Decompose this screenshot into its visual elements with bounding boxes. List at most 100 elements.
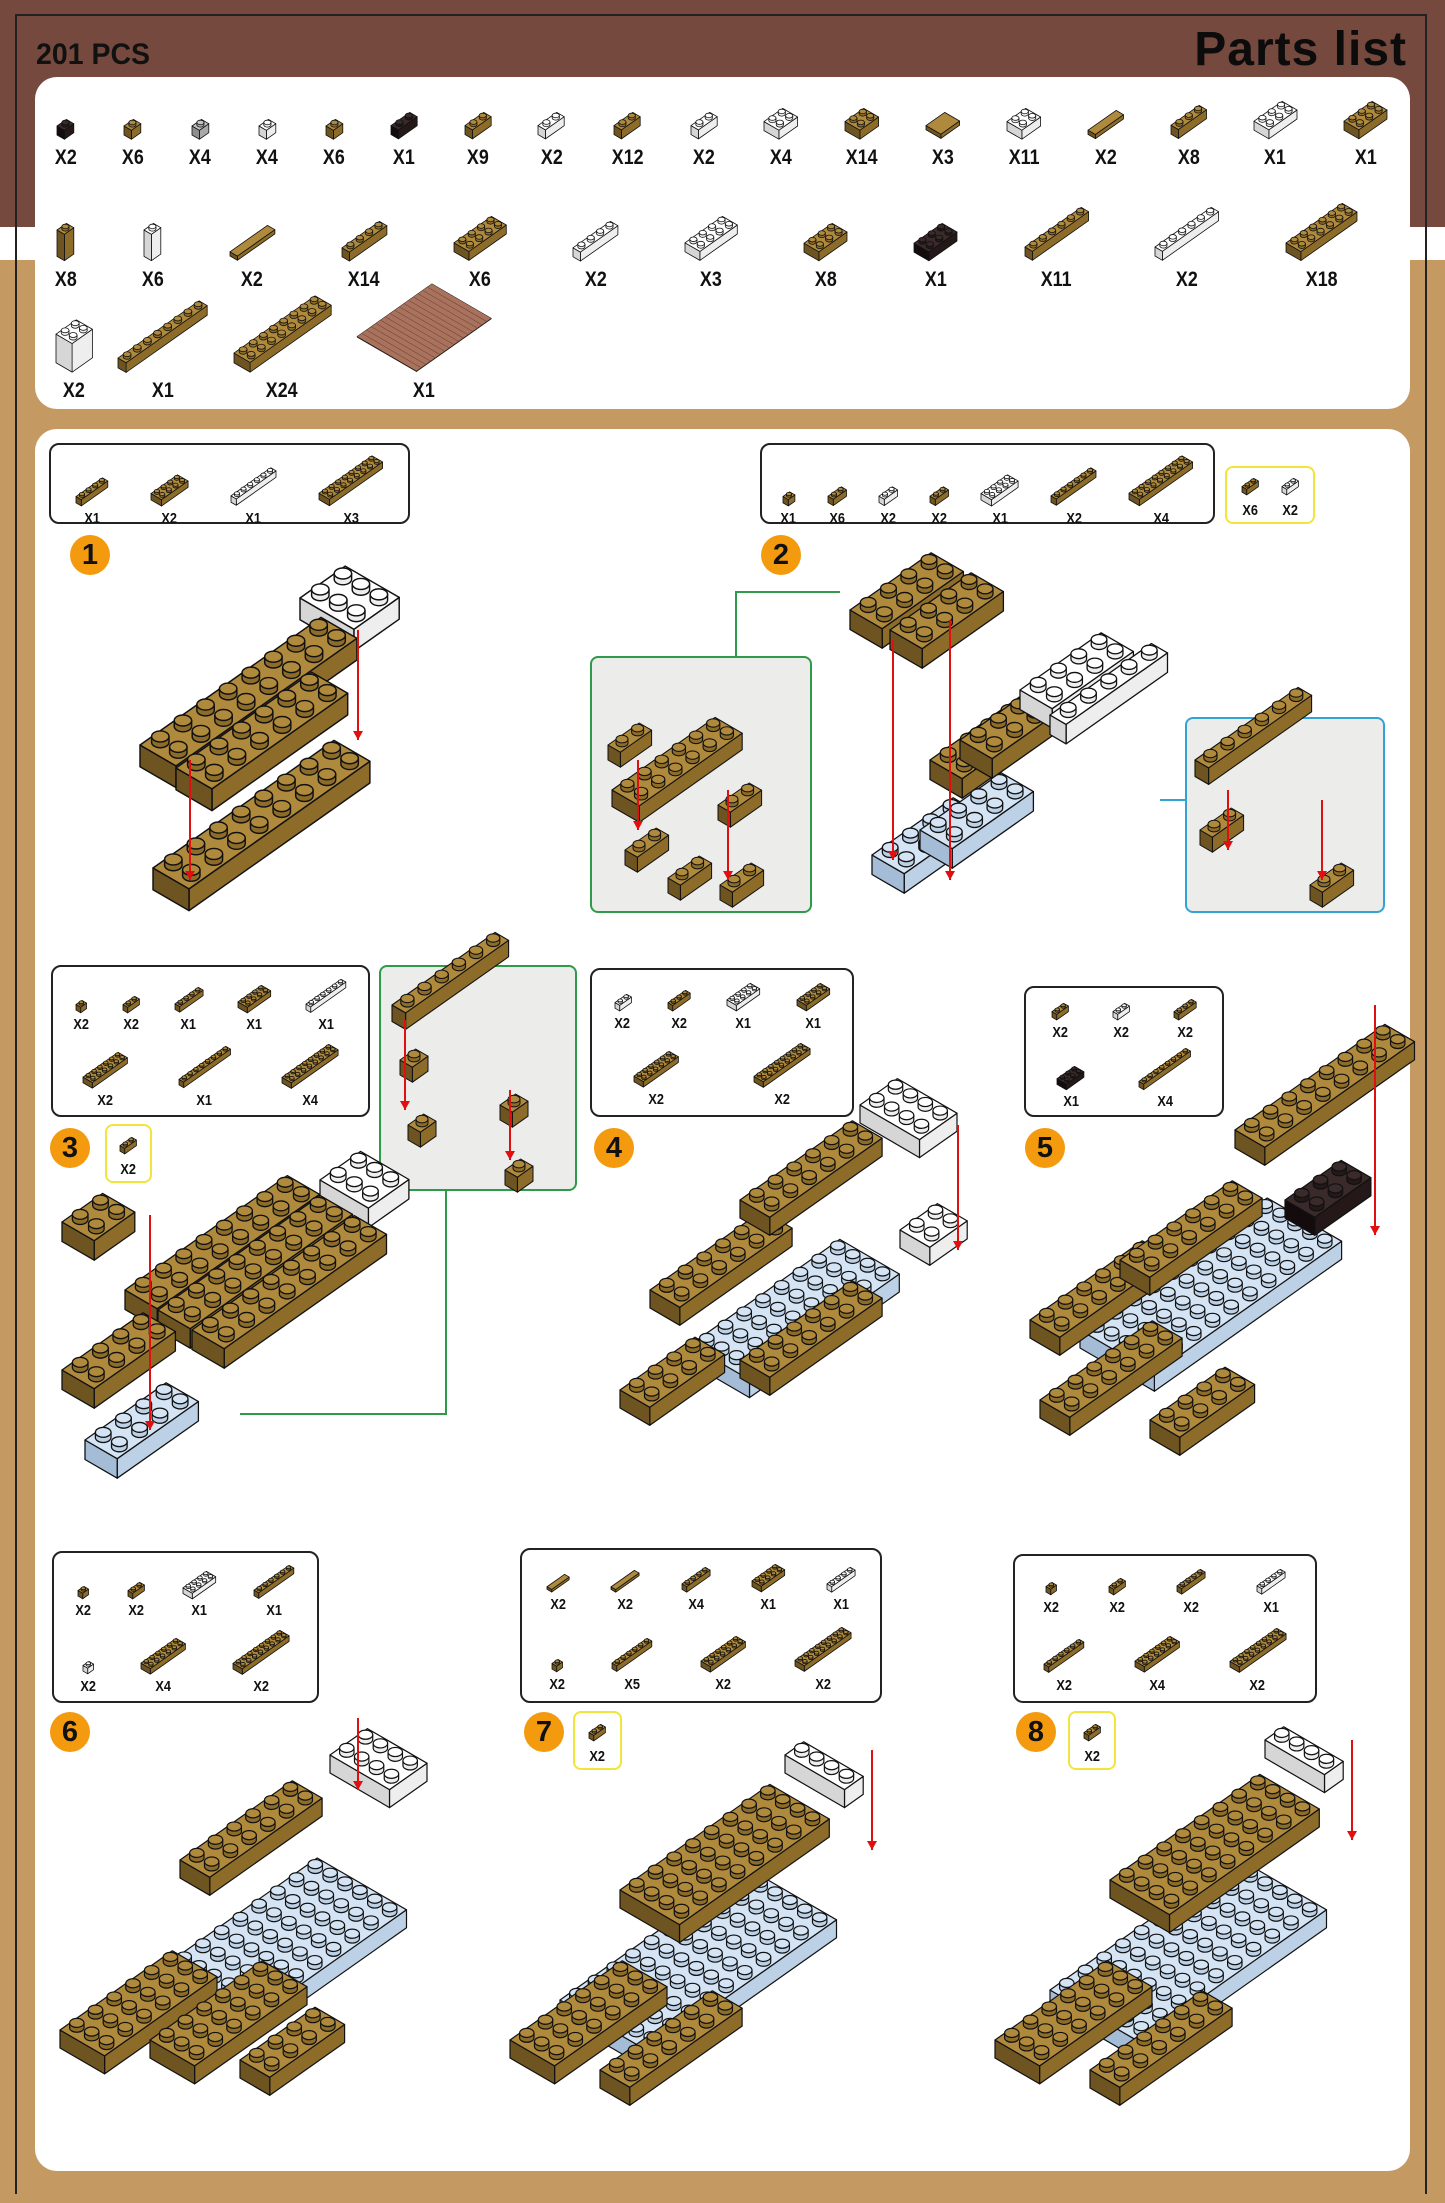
- part-item: X18: [1283, 195, 1360, 292]
- part-count: X1: [805, 1014, 821, 1032]
- part-item: X1: [911, 215, 960, 292]
- brick-icon: [690, 111, 718, 140]
- brick-icon: [258, 118, 276, 140]
- brick: [341, 220, 387, 262]
- part-item: X6: [140, 215, 166, 292]
- brick-icon: [1108, 1577, 1126, 1595]
- brick-icon: [914, 222, 958, 261]
- brick-icon: [667, 989, 691, 1011]
- part-count: X3: [700, 267, 723, 291]
- part-item: X2: [1042, 1576, 1060, 1616]
- step-1-badge: 1: [70, 535, 110, 575]
- part-count: X6: [1242, 502, 1258, 519]
- brick-icon: [1173, 998, 1197, 1021]
- brick: [325, 118, 343, 140]
- part-count: X6: [468, 267, 491, 291]
- part-count: X1: [245, 509, 262, 527]
- part-count: X1: [1063, 1093, 1079, 1111]
- brick: [681, 1566, 711, 1593]
- brick: [782, 491, 795, 507]
- part-count: X5: [624, 1675, 641, 1693]
- part-count: X1: [246, 1016, 263, 1034]
- brick-icon: [794, 1627, 852, 1673]
- part-count: X2: [584, 267, 607, 291]
- part-item: X2: [698, 1630, 748, 1693]
- part-count: X4: [1149, 1676, 1165, 1694]
- brick-icon: [1253, 100, 1297, 140]
- brick: [551, 1658, 563, 1673]
- brick-icon: [827, 486, 847, 507]
- part-item: X8: [1168, 97, 1210, 170]
- brick: [57, 118, 75, 140]
- brick: [1170, 105, 1207, 140]
- part-item: X1: [73, 471, 111, 527]
- part-count: X2: [1183, 1598, 1200, 1616]
- brick-icon: [127, 1581, 145, 1599]
- brick: [537, 111, 565, 140]
- brick: [794, 1627, 852, 1673]
- brick-icon: [803, 222, 848, 261]
- part-count: X4: [189, 145, 211, 169]
- part-item: X2: [1227, 1622, 1289, 1694]
- brick-icon: [75, 999, 87, 1013]
- step-8-extra-parts: X2: [1068, 1711, 1116, 1770]
- part-item: X4: [679, 1561, 713, 1613]
- brick: [914, 222, 958, 261]
- part-item: X4: [187, 111, 213, 170]
- brick: [1006, 107, 1041, 140]
- part-count: X2: [1282, 502, 1298, 519]
- part-count: X2: [671, 1014, 687, 1032]
- part-item: X2: [1106, 1572, 1128, 1616]
- brick-icon: [546, 1573, 570, 1593]
- brick-icon: [230, 467, 277, 507]
- brick-icon: [82, 1051, 128, 1089]
- brick-icon: [1170, 105, 1207, 140]
- step-6-badge: 6: [50, 1712, 90, 1752]
- part-count: X4: [1152, 509, 1169, 527]
- part-count: X1: [393, 145, 416, 169]
- brick-icon: [1087, 110, 1124, 140]
- brick-icon: [1281, 477, 1299, 496]
- brick: [230, 467, 277, 507]
- brick-icon: [117, 299, 208, 373]
- part-count: X2: [549, 1675, 565, 1693]
- part-count: X2: [1249, 1676, 1266, 1694]
- part-item: X2: [74, 1580, 92, 1619]
- brick-icon: [141, 1637, 187, 1675]
- brick: [1057, 1065, 1085, 1090]
- brick: [1176, 1569, 1206, 1595]
- brick-icon: [537, 111, 565, 140]
- brick-icon: [1006, 107, 1041, 140]
- brick-icon: [1256, 1569, 1286, 1595]
- part-item: X4: [1126, 449, 1196, 527]
- part-count: X1: [413, 379, 435, 402]
- brick: [82, 1051, 128, 1089]
- brick-icon: [57, 222, 75, 262]
- brick-icon: [684, 216, 738, 261]
- brick-icon: [233, 295, 332, 373]
- brick: [1108, 1577, 1126, 1595]
- part-count: X1: [318, 1016, 335, 1034]
- step-3-extra-parts: X2: [105, 1124, 152, 1183]
- brick-icon: [174, 987, 204, 1013]
- brick: [1281, 477, 1299, 496]
- part-item: X2: [230, 1624, 292, 1695]
- brick-icon: [1138, 1047, 1192, 1090]
- part-item: X2: [665, 984, 693, 1032]
- brick: [356, 283, 492, 373]
- part-item: X1: [1054, 1060, 1087, 1111]
- brick-icon: [611, 1638, 653, 1673]
- brick: [281, 1043, 339, 1089]
- part-item: X1: [251, 1559, 297, 1619]
- part-count: X2: [1113, 1023, 1129, 1041]
- part-count: X2: [1052, 1023, 1069, 1041]
- part-item: X2: [535, 104, 567, 170]
- part-count: X14: [348, 267, 380, 291]
